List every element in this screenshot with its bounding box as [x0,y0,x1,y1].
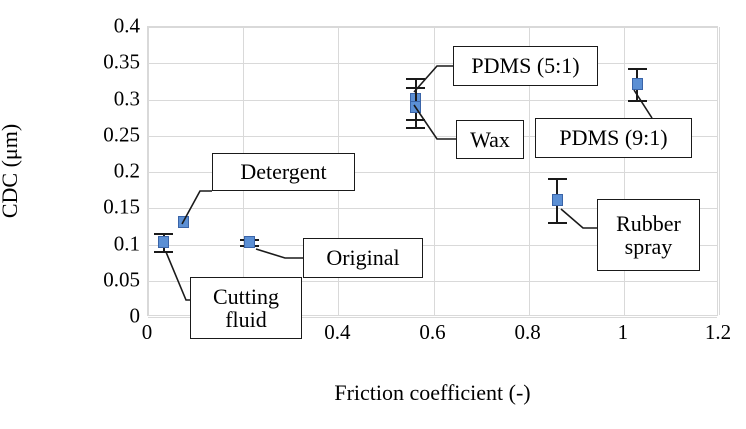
y-axis-tick-label: 0 [129,303,141,328]
gridline-horizontal [148,281,717,282]
gridline-horizontal [148,208,717,209]
y-axis-tick-label: 0.25 [103,122,140,147]
callout-pdms-51: PDMS (5:1) [453,46,598,86]
data-point-marker [631,78,643,90]
callout-detergent: Detergent [212,153,355,191]
y-axis-tick-label: 0.05 [103,267,140,292]
gridline-horizontal [148,27,717,28]
data-point-marker [551,194,563,206]
x-axis-tick-label: 0.6 [419,320,446,344]
error-bar-cap-top [406,86,426,89]
error-bar-cap-top [547,178,567,181]
gridline-horizontal [148,172,717,173]
x-axis-tick-label: 0 [141,320,153,344]
y-axis-tick-label: 0.2 [113,158,140,183]
error-bar-cap-top [627,68,647,71]
y-axis-tick-label: 0.35 [103,49,140,74]
y-axis-tick-label: 0.3 [113,86,140,110]
gridline-horizontal [148,63,717,64]
gridline-vertical [719,27,720,315]
error-bar-cap-top [406,78,426,81]
x-axis-tick-label: 1.2 [704,320,732,344]
callout-wax: Wax [456,120,524,159]
data-point-marker [178,215,190,228]
x-axis-title: Friction coefficient (-) [334,380,531,405]
gridline-horizontal [148,317,717,318]
error-bar-cap-bottom [406,127,426,130]
error-bar-cap-top [154,233,174,236]
y-axis-title: CDC (μm) [0,123,22,219]
error-bar-cap-bottom [627,99,647,102]
gridline-horizontal [148,245,717,246]
y-axis-tick-label: 0.15 [103,194,140,219]
callout-cutting-fluid: Cutting fluid [190,277,302,339]
x-axis-tick-label: 0.4 [324,320,351,344]
data-point-marker [243,236,255,249]
y-axis-tick-label: 0.4 [113,13,140,38]
data-point-marker [410,101,422,114]
gridline-vertical [148,27,149,315]
error-bar-cap-bottom [547,221,567,224]
gridline-horizontal [148,100,717,101]
y-axis-tick-labels: 0 0.05 0.1 0.15 0.2 0.25 0.3 0.35 0.4 [0,15,140,326]
callout-pdms-91: PDMS (9:1) [535,118,692,158]
gridline-vertical [529,27,530,315]
gridline-vertical [434,27,435,315]
x-axis-tick-label: 1 [617,320,629,344]
callout-original: Original [303,238,423,278]
data-point-marker [158,236,170,249]
y-axis-tick-label: 0.1 [113,231,140,255]
x-axis-tick-label: 0.8 [514,320,541,344]
callout-rubber-spray: Rubber spray [597,199,700,271]
error-bar-cap-bottom [154,250,174,253]
gridline-vertical [624,27,625,315]
